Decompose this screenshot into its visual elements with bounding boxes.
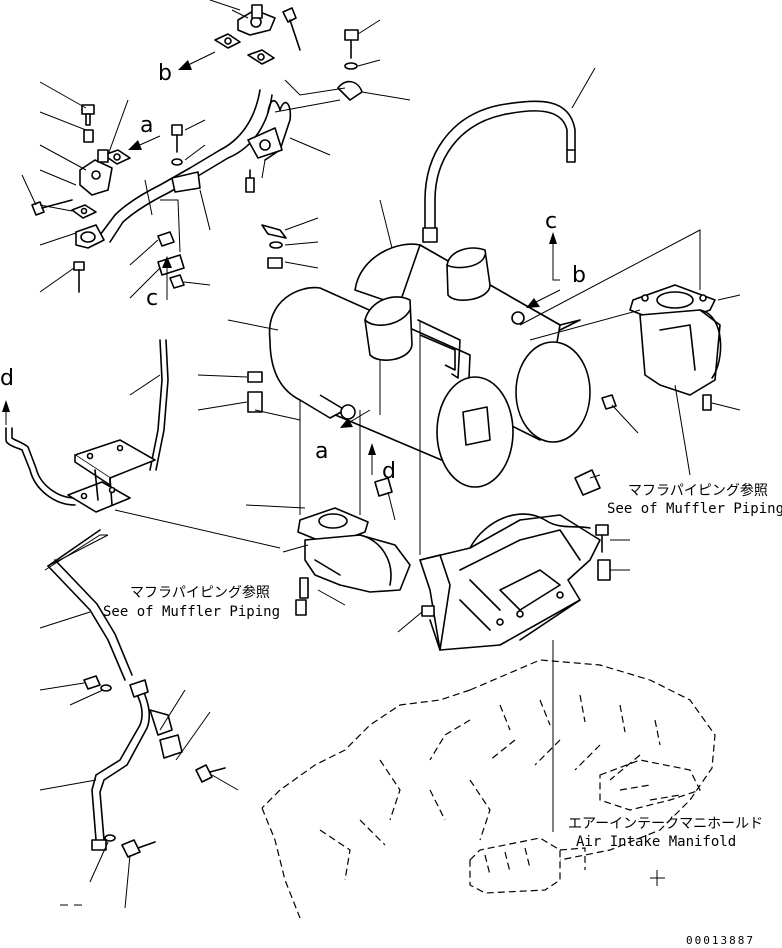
- callout-arrows: [2, 51, 561, 475]
- lower-pipe-assembly: [83, 675, 226, 858]
- ref-muffler-piping-left-jp: マフラパイピング参照: [130, 584, 270, 601]
- ref-muffler-piping-right-jp: マフラパイピング参照: [628, 482, 768, 499]
- upper-pipe-assembly: [31, 4, 363, 293]
- exhaust-tail-pipe: [422, 100, 576, 243]
- callout-b-right: b: [572, 263, 586, 288]
- exhaust-elbow-right: [629, 284, 722, 411]
- callout-b-upper: b: [158, 61, 172, 86]
- ref-intake-manifold-jp: エアーインテークマニホールド: [568, 816, 763, 832]
- callout-a-upper: a: [140, 113, 153, 138]
- callout-d-left: d: [0, 366, 14, 391]
- ref-muffler-piping-left-en: See of Muffler Piping: [103, 604, 280, 620]
- exhaust-elbow-center: [297, 507, 411, 599]
- reference-labels: マフラパイピング参照 See of Muffler Piping マフラパイピン…: [103, 482, 782, 850]
- misc-fasteners: [247, 371, 617, 617]
- muffler-clamp: [417, 311, 525, 379]
- ref-muffler-piping-right-en: See of Muffler Piping: [607, 501, 782, 517]
- callout-letters: b a c d c b a d: [0, 61, 586, 484]
- air-intake-manifold: [469, 640, 665, 894]
- document-number: 00013887: [686, 934, 755, 947]
- engine-block-outline: [261, 659, 716, 919]
- callout-c-left: c: [146, 286, 158, 311]
- ref-intake-manifold-en: Air Intake Manifold: [576, 834, 736, 850]
- callout-d-center: d: [382, 459, 396, 484]
- callout-c-right: c: [545, 209, 557, 234]
- callout-a-center: a: [315, 439, 328, 464]
- muffler-bracket: [419, 469, 601, 651]
- left-pipe-assembly: [5, 339, 169, 681]
